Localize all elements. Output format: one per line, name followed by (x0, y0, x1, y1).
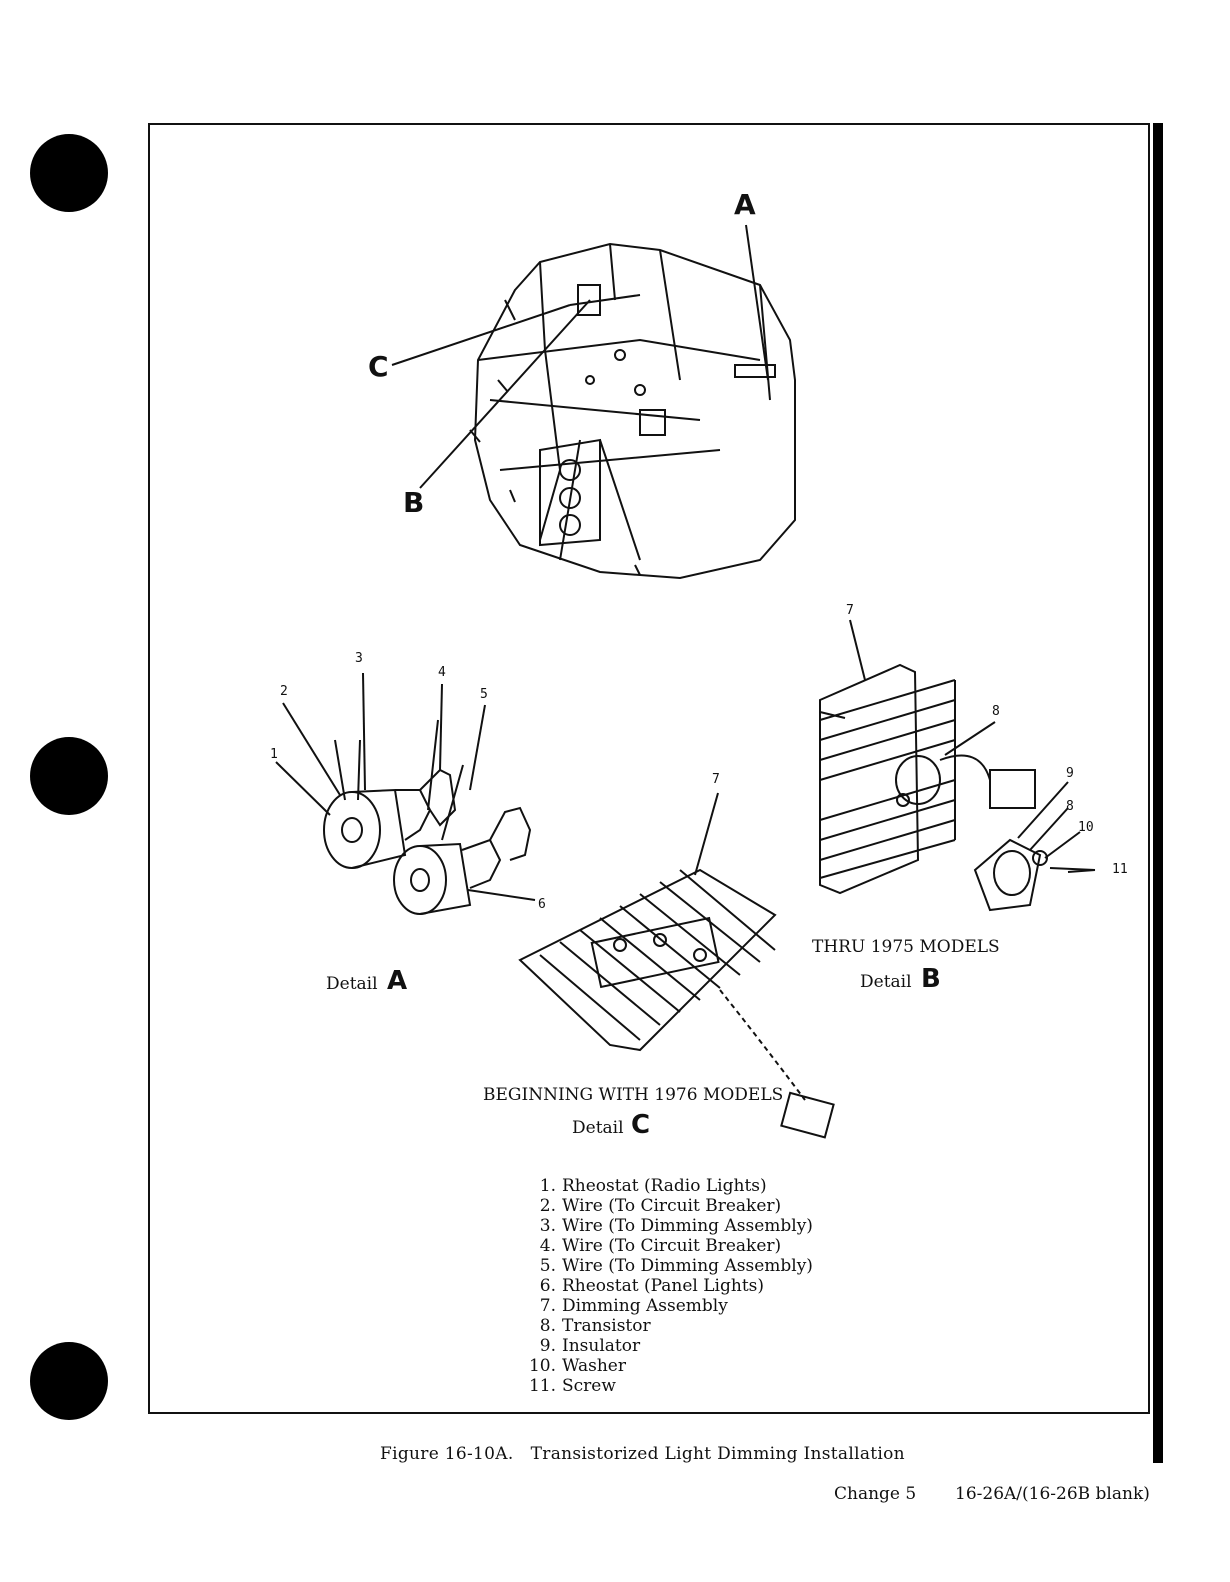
detail-c-label: Detail C (572, 1110, 651, 1140)
legend-item: 4.Wire (To Circuit Breaker) (539, 1236, 782, 1256)
item-number: 11 (1112, 862, 1128, 877)
legend-item: 10.Washer (528, 1356, 626, 1376)
item-number: 4 (438, 665, 446, 680)
item-number: 10 (1078, 820, 1094, 835)
binder-hole-bottom (30, 1342, 108, 1420)
detail-a-label: Detail A (326, 966, 408, 996)
callout-c: C (368, 350, 389, 383)
footer-page-number: 16-26A/(16-26B blank) (955, 1484, 1150, 1504)
footer-change: Change 5 (834, 1484, 917, 1504)
item-number: 9 (1066, 766, 1074, 781)
leader-b (419, 299, 591, 489)
legend-item: 9.Insulator (539, 1336, 641, 1356)
detail-b-label: Detail B (860, 964, 941, 994)
legend-item: 6.Rheostat (Panel Lights) (539, 1276, 765, 1296)
legend-item: 2.Wire (To Circuit Breaker) (539, 1196, 782, 1216)
detail-c-models: BEGINNING WITH 1976 MODELS (483, 1085, 784, 1105)
change-bar (1153, 123, 1163, 1463)
item-number: 8 (1066, 799, 1074, 814)
item-number: 6 (538, 897, 546, 912)
legend-item: 8.Transistor (539, 1316, 651, 1336)
legend-item: 5.Wire (To Dimming Assembly) (539, 1256, 813, 1276)
legend-item: 3.Wire (To Dimming Assembly) (539, 1216, 813, 1236)
leader-a (745, 224, 769, 381)
detail-c-drawing (518, 792, 835, 1139)
item-number: 1 (270, 747, 278, 762)
binder-hole-middle (30, 737, 108, 815)
item-number: 5 (480, 687, 488, 702)
detail-b-models: THRU 1975 MODELS (812, 937, 1000, 957)
figure-caption: Figure 16-10A. Transistorized Light Dimm… (380, 1444, 905, 1464)
figure-frame (148, 123, 1150, 1414)
item-number: 8 (992, 704, 1000, 719)
callout-b: B (403, 486, 425, 519)
binder-hole-top (30, 134, 108, 212)
legend-item: 7.Dimming Assembly (539, 1296, 728, 1316)
item-number: 3 (355, 651, 363, 666)
item-number: 7 (846, 603, 854, 618)
leader-c (391, 304, 571, 366)
item-number: 7 (712, 772, 720, 787)
legend-item: 1.Rheostat (Radio Lights) (539, 1176, 767, 1196)
instrument-panel-drawing (469, 242, 796, 580)
legend-item: 11.Screw (528, 1376, 616, 1396)
detail-b-drawing (819, 619, 1096, 912)
item-number: 2 (280, 684, 288, 699)
parts-legend: 1.Rheostat (Radio Lights) 2.Wire (To Cir… (520, 1176, 813, 1396)
callout-a: A (734, 188, 756, 221)
detail-a-drawing (275, 672, 536, 915)
